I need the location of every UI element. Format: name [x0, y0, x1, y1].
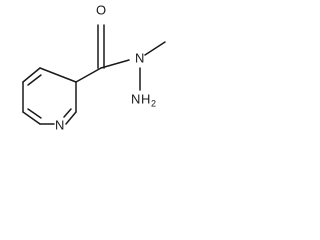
hydrazine-hydrogen-count: 2 — [151, 98, 156, 108]
oxygen-label: O — [96, 2, 106, 17]
hydrazine-nitrogen-label: N — [131, 91, 140, 106]
bond-ring-to-carbonyl — [75, 67, 102, 83]
bond-carbonyl-to-nitrogen — [100, 59, 130, 69]
ring-nitrogen-label: N — [55, 117, 64, 132]
ring-bond-c3-c4 — [22, 111, 41, 125]
hydrazide-group — [75, 24, 166, 91]
ring-bond-c1-c2-inner — [27, 74, 42, 86]
amide-nitrogen-label: N — [135, 50, 144, 65]
structure-diagram: O N N H 2 N — [22, 2, 166, 132]
pyridine-ring — [22, 67, 77, 125]
bond-nitrogen-to-methyl — [144, 41, 166, 56]
ring-bond-n-c5 — [65, 111, 77, 125]
hydrazine-hydrogen-label: H — [141, 91, 150, 106]
ring-bond-c6-c1 — [39, 67, 77, 83]
ring-bond-c1-c2 — [22, 67, 41, 83]
ring-bond-c3-c4-inner — [27, 108, 42, 119]
ring-bond-n-c5-inner — [63, 108, 72, 118]
